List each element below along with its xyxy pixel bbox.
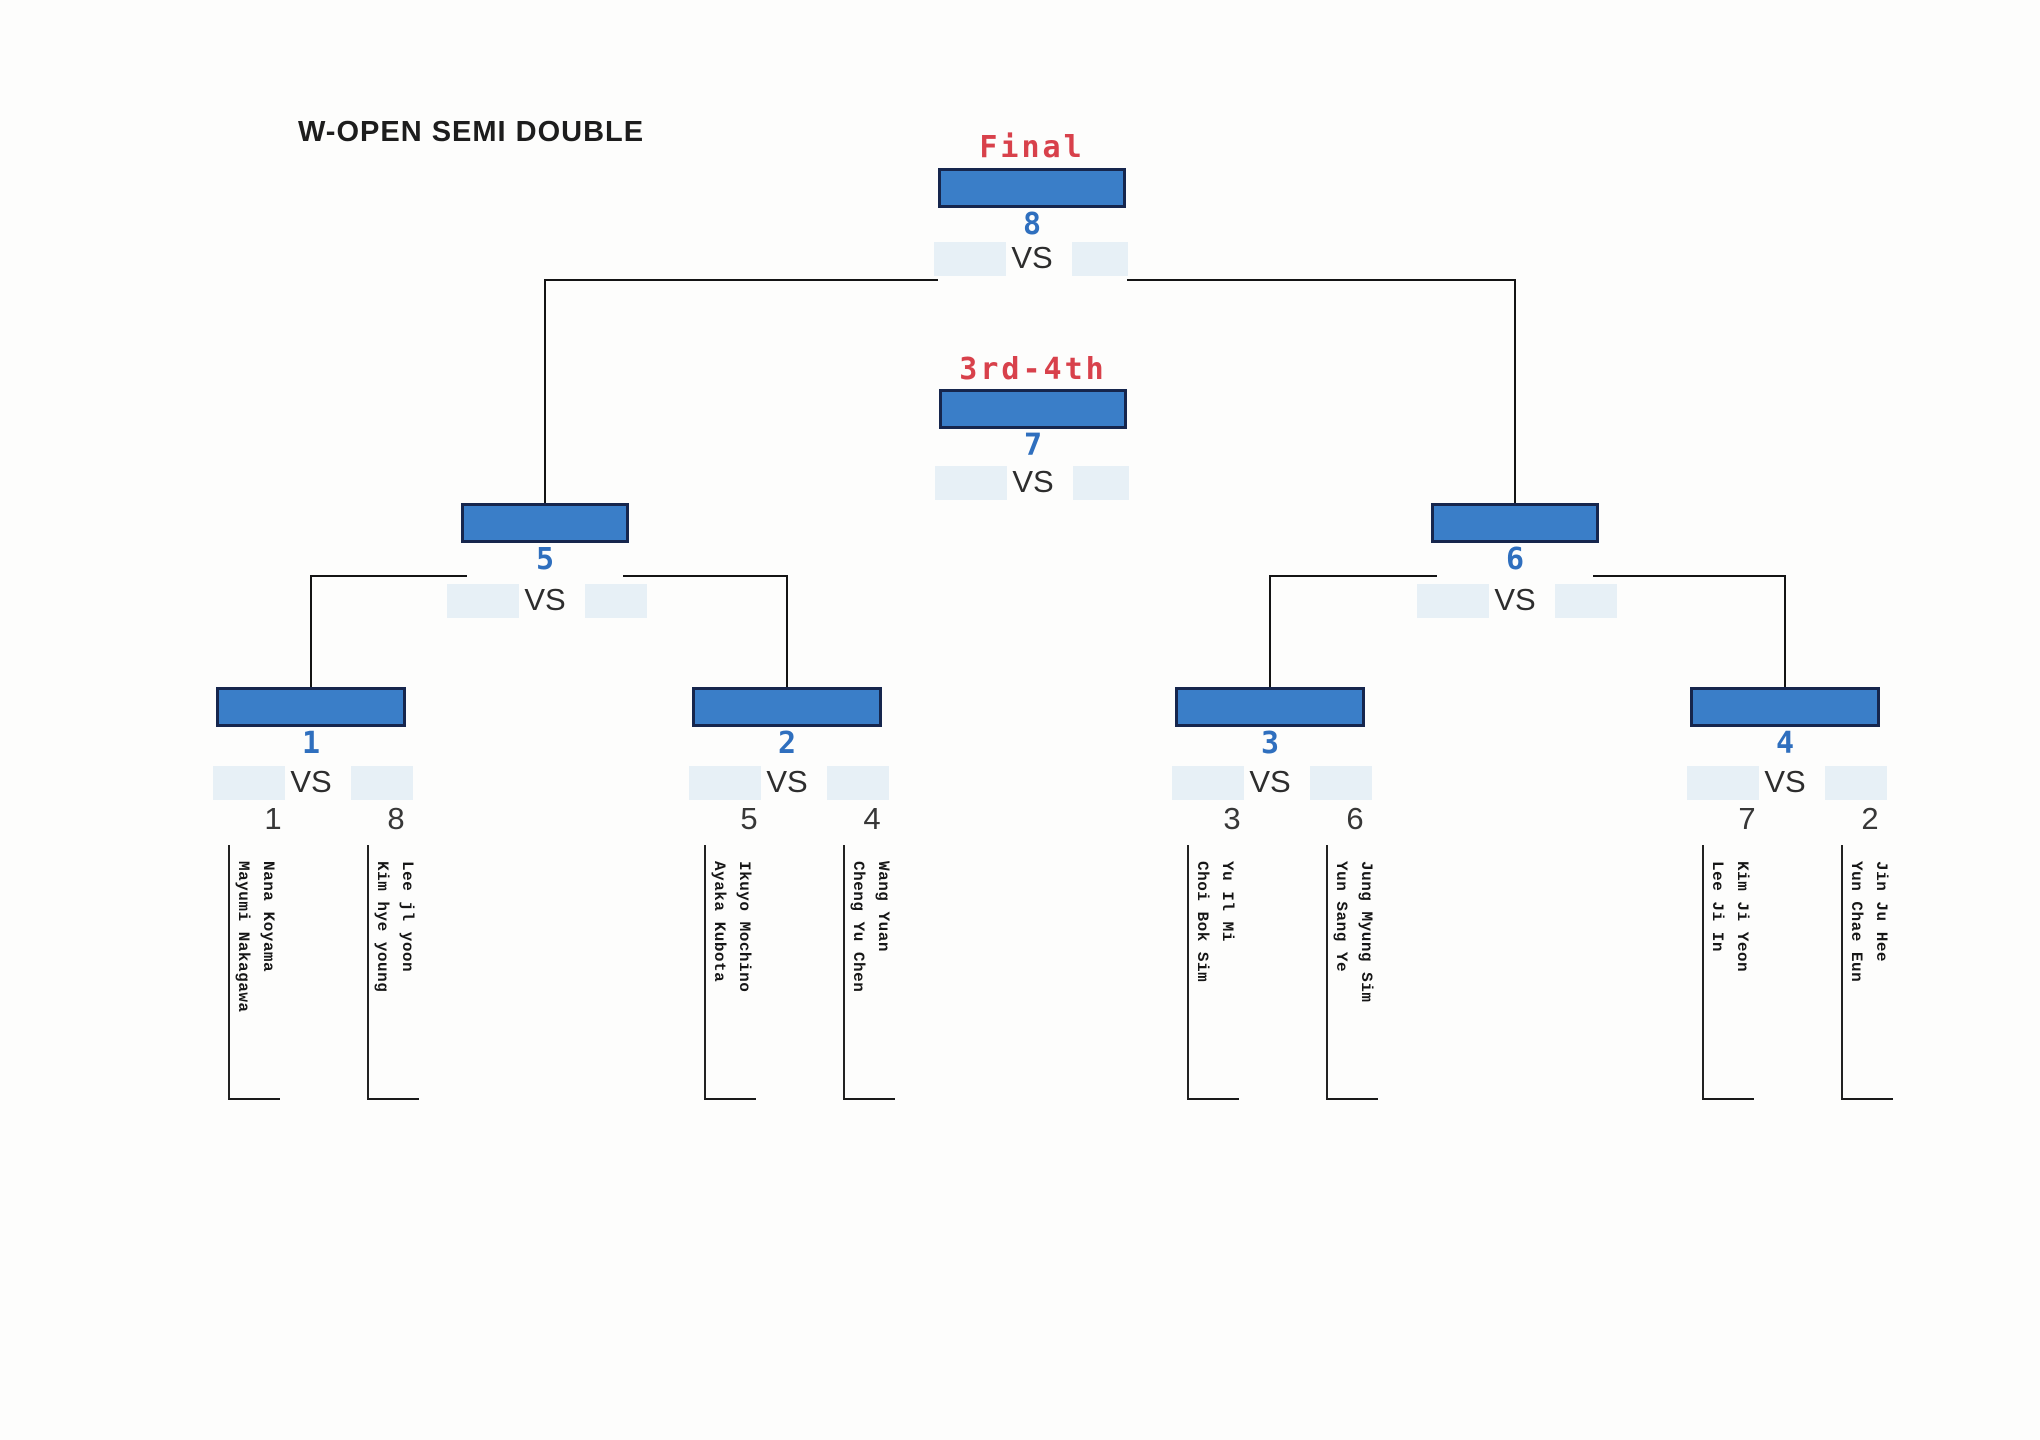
quarterfinal-1-right-seed: 8 (387, 801, 405, 836)
connector-final-left-h (545, 279, 938, 281)
player-name: Cheng Yu Chen (849, 861, 867, 993)
quarterfinal-3-right-score-box (1310, 766, 1372, 800)
quarterfinal-4-left-score-box (1687, 766, 1759, 800)
final-label: Final (979, 130, 1085, 165)
third-fourth-match-bar (939, 389, 1127, 429)
semifinal-2-match-number: 6 (1505, 542, 1525, 577)
quarterfinal-4-left-pair: Kim Ji Yeon Lee Ji In (1702, 845, 1754, 1100)
quarterfinal-4-left-seed: 7 (1738, 801, 1756, 836)
quarterfinal-4-match-bar (1690, 687, 1880, 727)
quarterfinal-4-right-score-box (1825, 766, 1887, 800)
quarterfinal-3-left-seed: 3 (1223, 801, 1241, 836)
semifinal-1-match-number: 5 (535, 542, 555, 577)
page-title: W-OPEN SEMI DOUBLE (298, 116, 645, 148)
player-name: Nana Koyama (259, 861, 277, 973)
player-name: Choi Bok Sim (1193, 861, 1211, 983)
quarterfinal-1-right-score-box (351, 766, 413, 800)
final-match-number: 8 (1022, 207, 1042, 242)
quarterfinal-2-match-number: 2 (777, 726, 797, 761)
connector-final-right-h (1127, 279, 1515, 281)
third-fourth-label: 3rd-4th (959, 352, 1107, 387)
player-name: Wang Yuan (874, 861, 892, 952)
final-vs-label: VS (1011, 240, 1053, 275)
quarterfinal-3-match-bar (1175, 687, 1365, 727)
third-fourth-vs-label: VS (1012, 464, 1054, 499)
connector-sf1-right-h (623, 575, 787, 577)
player-name: Lee jl yoon (398, 861, 416, 973)
quarterfinal-2-right-pair: Wang Yuan Cheng Yu Chen (843, 845, 895, 1100)
connector-sf2-left-h (1270, 575, 1437, 577)
third-fourth-match-number: 7 (1023, 428, 1043, 463)
quarterfinal-3-left-pair: Yu Il Mi Choi Bok Sim (1187, 845, 1239, 1100)
player-name: Jung Myung Sim (1357, 861, 1375, 1003)
quarterfinal-4-right-pair: Jin Ju Hee Yun Chae Eun (1841, 845, 1893, 1100)
player-name: Jin Ju Hee (1872, 861, 1890, 963)
quarterfinal-1-right-pair: Lee jl yoon Kim hye young (367, 845, 419, 1100)
player-name: Kim Ji Yeon (1733, 861, 1751, 973)
quarterfinal-1-vs-label: VS (290, 764, 332, 799)
third-fourth-right-score-box (1073, 466, 1129, 500)
player-name: Yu Il Mi (1218, 861, 1236, 942)
player-name: Yun Chae Eun (1847, 861, 1865, 983)
quarterfinal-3-vs-label: VS (1249, 764, 1291, 799)
semifinal-1-vs-label: VS (524, 582, 566, 617)
semifinal-2-match-bar (1431, 503, 1599, 543)
final-left-score-box (934, 242, 1006, 276)
player-name: Yun Sang Ye (1332, 861, 1350, 973)
semifinal-2-left-score-box (1417, 584, 1489, 618)
quarterfinal-3-right-seed: 6 (1346, 801, 1364, 836)
quarterfinal-2-match-bar (692, 687, 882, 727)
semifinal-1-match-bar (461, 503, 629, 543)
quarterfinal-1-left-seed: 1 (264, 801, 282, 836)
quarterfinal-4-vs-label: VS (1764, 764, 1806, 799)
connector-sf2-right-v (1784, 575, 1786, 687)
quarterfinal-3-right-pair: Jung Myung Sim Yun Sang Ye (1326, 845, 1378, 1100)
connector-sf1-left-h (311, 575, 467, 577)
connector-sf1-right-v (786, 575, 788, 687)
quarterfinal-2-right-score-box (827, 766, 889, 800)
semifinal-1-left-score-box (447, 584, 519, 618)
quarterfinal-4-match-number: 4 (1775, 726, 1795, 761)
quarterfinal-1-left-score-box (213, 766, 285, 800)
player-name: Ayaka Kubota (710, 861, 728, 983)
semifinal-2-right-score-box (1555, 584, 1617, 618)
connector-final-right-v (1514, 279, 1516, 503)
quarterfinal-1-match-bar (216, 687, 406, 727)
connector-sf2-left-v (1269, 575, 1271, 687)
connector-final-left-v (544, 279, 546, 503)
final-right-score-box (1072, 242, 1128, 276)
quarterfinal-3-match-number: 3 (1260, 726, 1280, 761)
quarterfinal-2-left-seed: 5 (740, 801, 758, 836)
semifinal-2-vs-label: VS (1494, 582, 1536, 617)
quarterfinal-2-right-seed: 4 (863, 801, 881, 836)
player-name: Kim hye young (373, 861, 391, 993)
quarterfinal-1-left-pair: Nana Koyama Mayumi Nakagawa (228, 845, 280, 1100)
player-name: Ikuyo Mochino (735, 861, 753, 993)
semifinal-1-right-score-box (585, 584, 647, 618)
connector-sf1-left-v (310, 575, 312, 687)
player-name: Mayumi Nakagawa (234, 861, 252, 1013)
quarterfinal-2-left-score-box (689, 766, 761, 800)
third-fourth-left-score-box (935, 466, 1007, 500)
quarterfinal-4-right-seed: 2 (1861, 801, 1879, 836)
quarterfinal-2-vs-label: VS (766, 764, 808, 799)
quarterfinal-1-match-number: 1 (301, 726, 321, 761)
quarterfinal-2-left-pair: Ikuyo Mochino Ayaka Kubota (704, 845, 756, 1100)
connector-sf2-right-h (1593, 575, 1785, 577)
final-match-bar (938, 168, 1126, 208)
player-name: Lee Ji In (1708, 861, 1726, 952)
quarterfinal-3-left-score-box (1172, 766, 1244, 800)
